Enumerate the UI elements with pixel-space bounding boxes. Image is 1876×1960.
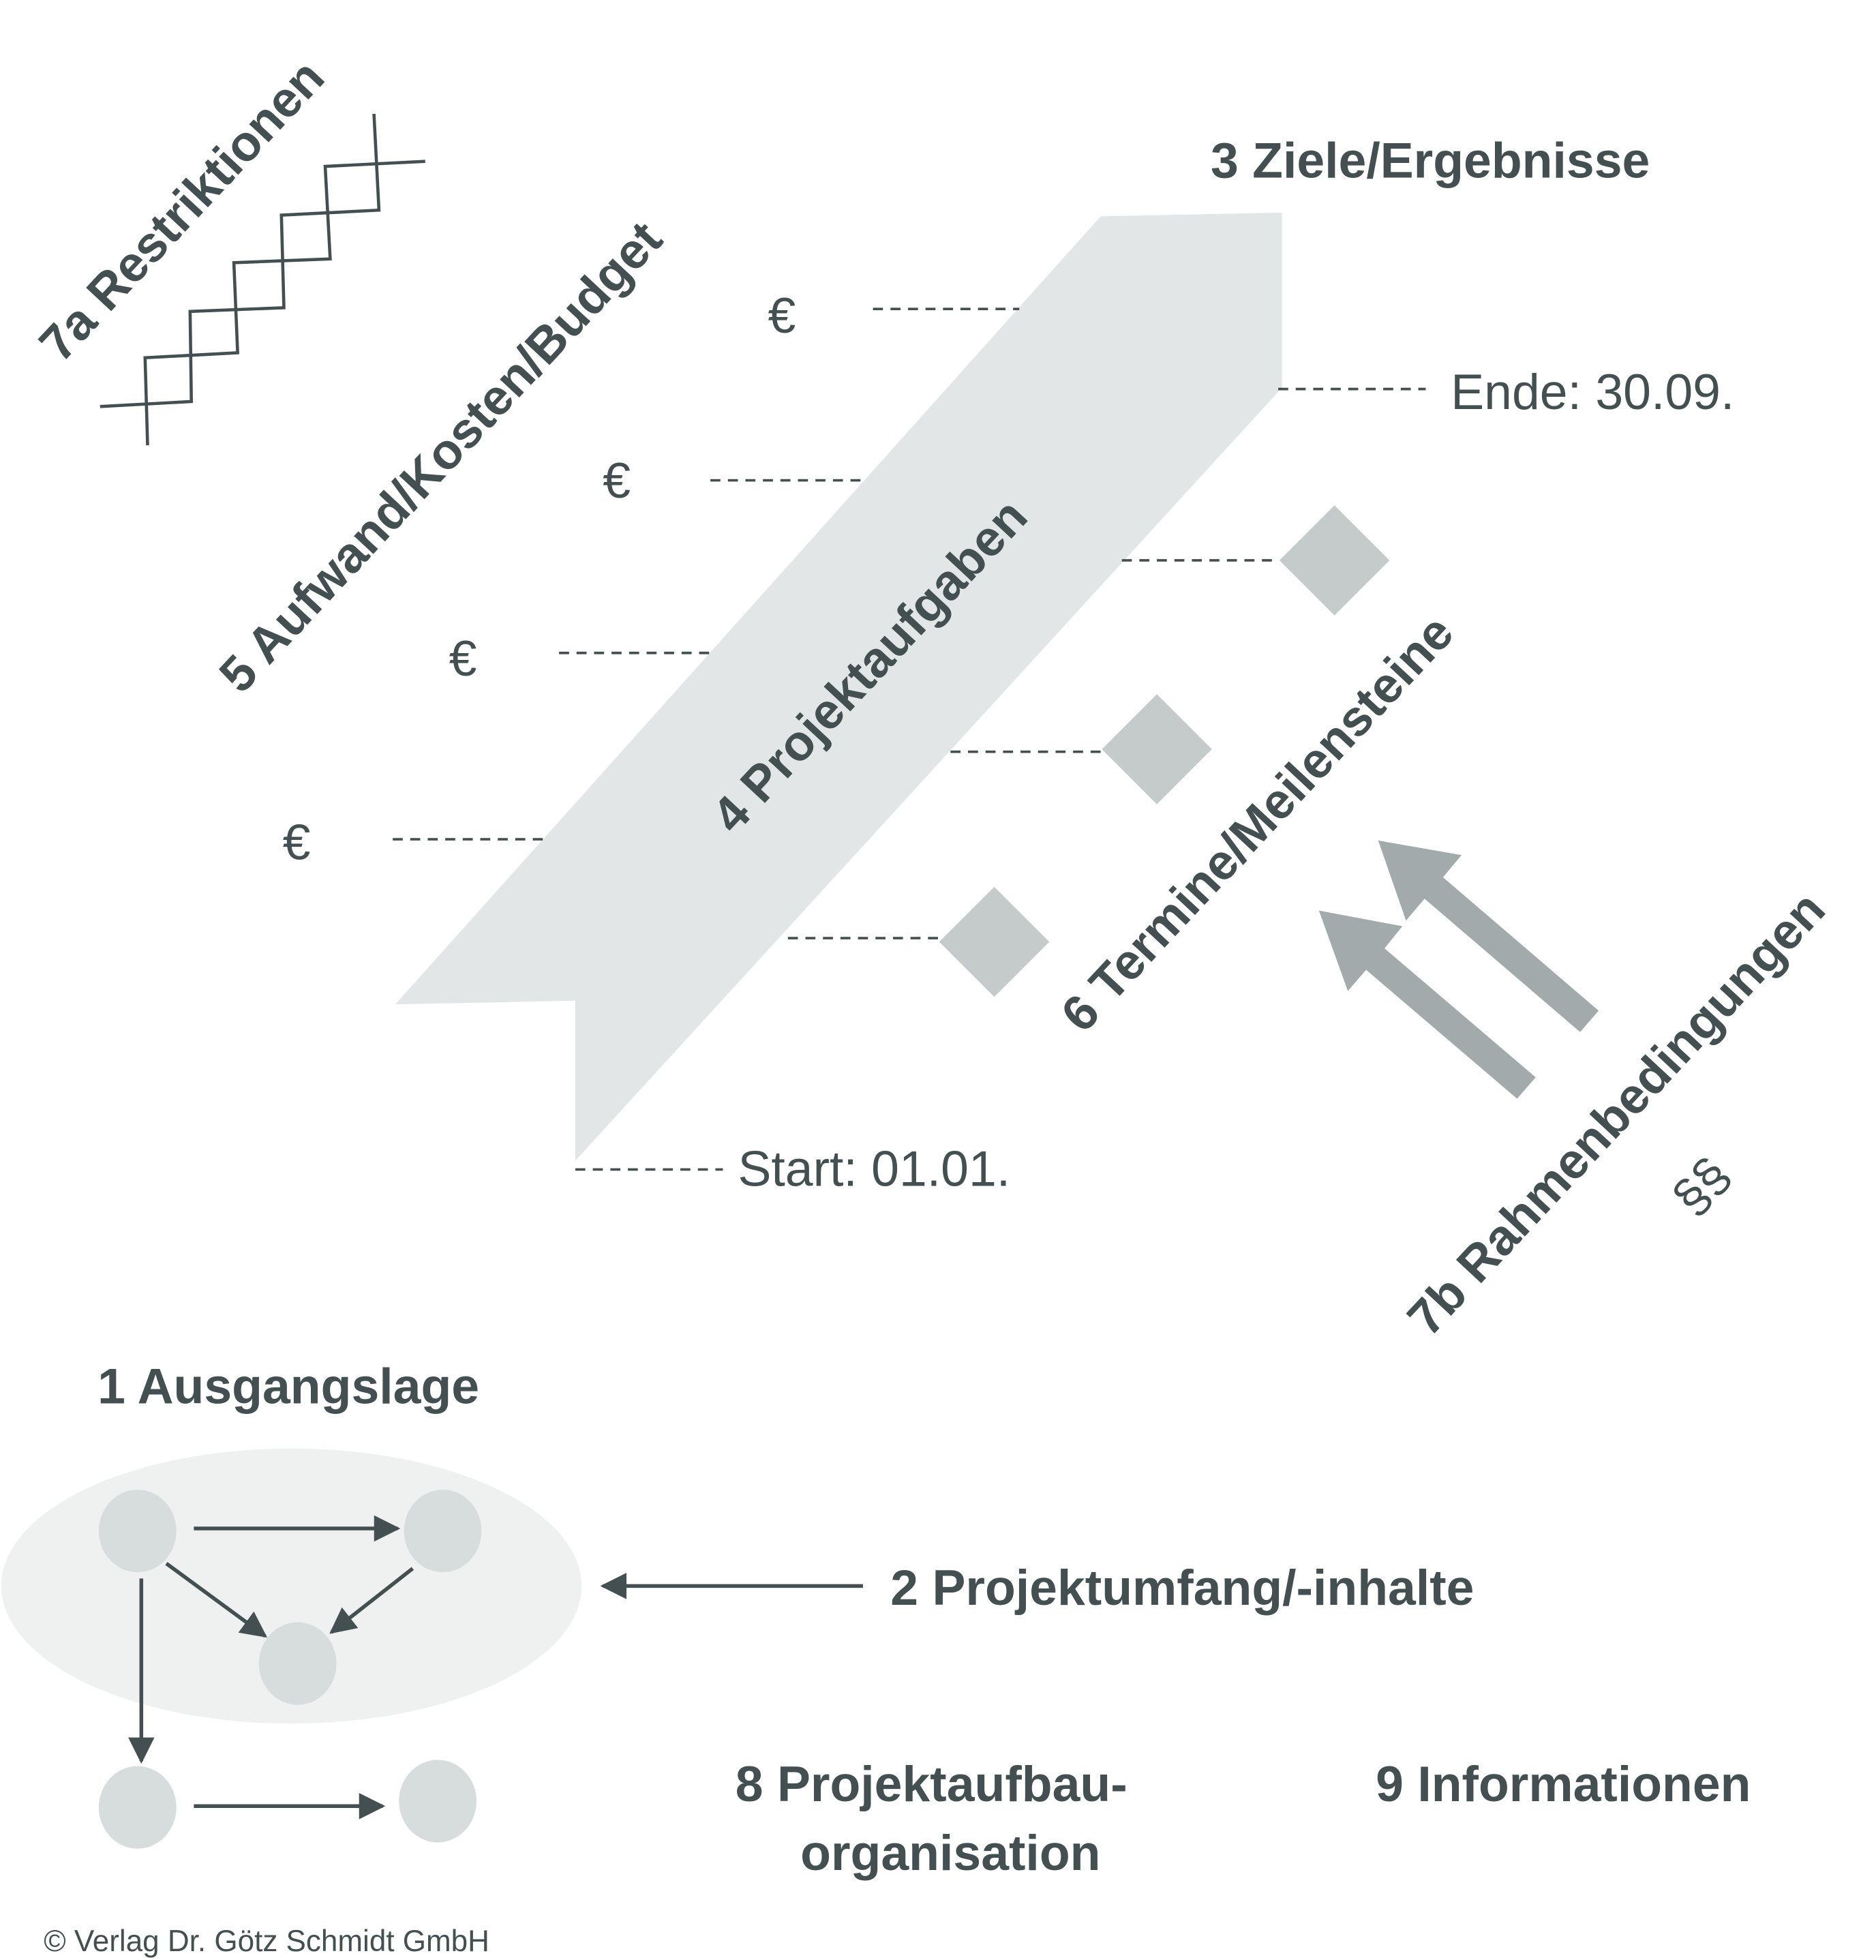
- condition-arrow-icon: [1378, 840, 1599, 1032]
- start-date: Start: 01.01.: [738, 1141, 1010, 1196]
- milestone-diamond-icon: [1279, 505, 1390, 616]
- label-restrictions: 7a Restriktionen: [29, 49, 335, 372]
- euro-icon: €: [283, 814, 311, 870]
- label-scope: 2 Projektumfang/-inhalte: [890, 1560, 1474, 1616]
- paragraph-icon: §§: [1662, 1147, 1741, 1226]
- end-date: Ende: 30.09.: [1451, 364, 1734, 420]
- node: [404, 1490, 482, 1573]
- milestone-diamond-icon: [939, 886, 1050, 997]
- label-goals: 3 Ziele/Ergebnisse: [1211, 133, 1650, 189]
- label-conditions: 7b Rahmenbedingungen: [1397, 881, 1836, 1346]
- euro-icon: €: [449, 631, 477, 687]
- node: [98, 1766, 177, 1849]
- copyright: © Verlag Dr. Götz Schmidt GmbH: [44, 1925, 489, 1958]
- euro-icon: €: [603, 453, 631, 509]
- project-tasks-ribbon: [395, 212, 1282, 1161]
- process-arrows: [128, 1515, 863, 1820]
- euro-icon: €: [768, 288, 796, 344]
- milestone-diamond-icon: [1102, 694, 1212, 804]
- node: [258, 1622, 337, 1705]
- label-information: 9 Informationen: [1376, 1756, 1751, 1812]
- milestone-markers: [787, 505, 1390, 997]
- node: [98, 1490, 177, 1573]
- label-initial-situation: 1 Ausgangslage: [97, 1359, 479, 1415]
- condition-arrow-icon: [1318, 910, 1536, 1099]
- process-nodes: [98, 1490, 482, 1849]
- node: [399, 1760, 477, 1843]
- restriction-zigzag-icon: [100, 113, 425, 446]
- budget-markers: € € € €: [283, 288, 1020, 870]
- label-organisation-line1: 8 Projektaufbau-: [736, 1756, 1128, 1812]
- label-organisation-line2: organisation: [800, 1825, 1100, 1881]
